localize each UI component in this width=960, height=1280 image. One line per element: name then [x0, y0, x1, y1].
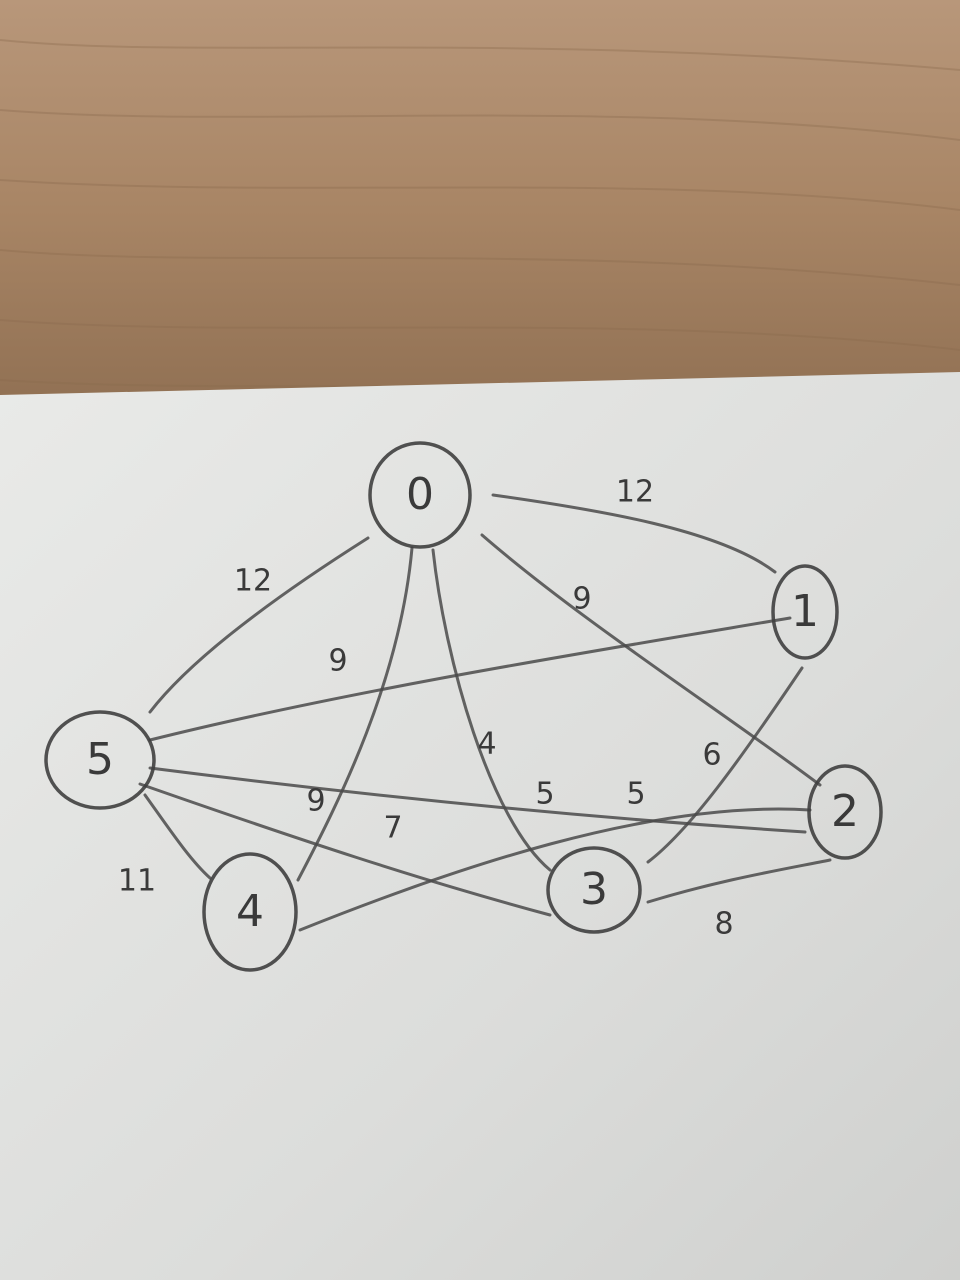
wood-desk: [0, 0, 960, 420]
edge-5-3: [138, 782, 552, 917]
edge-5-4: [143, 793, 212, 880]
edge-weight-5-4: 11: [118, 864, 156, 899]
edge-5-2: [148, 766, 807, 834]
node-label-3: 3: [580, 864, 608, 915]
edge-0-2: [480, 533, 822, 787]
graph-edges: [138, 493, 832, 932]
node-5: 5: [44, 710, 156, 810]
node-label-5: 5: [86, 734, 114, 785]
node-circle-3: [546, 846, 642, 934]
node-circle-5: [44, 710, 156, 810]
node-circle-1: [771, 564, 839, 660]
edge-0-3: [431, 548, 552, 872]
edge-5-1: [148, 616, 792, 742]
edge-0-5: [148, 536, 370, 714]
node-0: 0: [368, 441, 472, 549]
node-circle-2: [807, 764, 883, 860]
edge-weight-0-4: 9: [306, 784, 325, 819]
edge-weights: 12 12 9 9 4 9 5 7 11 5 6 8: [118, 475, 734, 942]
node-2: 2: [807, 764, 883, 860]
edge-weight-5-2: 5: [535, 777, 554, 812]
edge-weight-5-3: 7: [383, 811, 402, 846]
edge-1-3: [646, 666, 804, 864]
edge-0-4: [296, 546, 414, 882]
node-1: 1: [771, 564, 839, 660]
node-label-4: 4: [236, 886, 264, 937]
node-3: 3: [546, 846, 642, 934]
edge-weight-1-3: 6: [702, 738, 721, 773]
edge-weight-3-2: 8: [714, 907, 733, 942]
paper-sheet: [0, 372, 960, 1280]
edge-weight-0-2: 9: [572, 582, 591, 617]
edge-weight-0-1: 12: [616, 475, 654, 510]
edge-4-2: [298, 807, 812, 932]
edge-weight-0-3: 4: [477, 727, 496, 762]
node-4: 4: [202, 852, 298, 972]
node-label-1: 1: [791, 586, 819, 637]
node-label-0: 0: [406, 469, 434, 520]
edge-weight-4-2: 5: [626, 777, 645, 812]
edge-weight-5-1: 9: [328, 644, 347, 679]
edge-3-2: [646, 858, 832, 904]
edge-weight-0-5: 12: [234, 564, 272, 599]
edge-0-1: [491, 493, 777, 574]
node-circle-0: [368, 441, 472, 549]
node-circle-4: [202, 852, 298, 972]
node-label-2: 2: [831, 786, 859, 837]
